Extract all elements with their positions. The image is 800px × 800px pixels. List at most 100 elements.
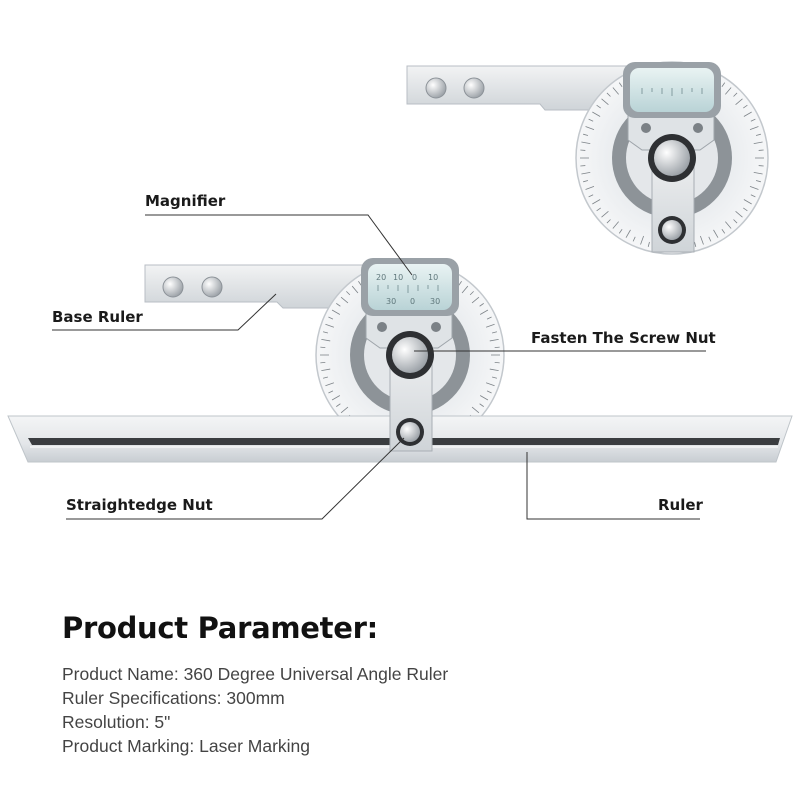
dial-tick — [735, 211, 743, 218]
top-arm-screw-2 — [463, 77, 485, 99]
dial-tick — [592, 111, 601, 117]
angle-ruler-illustration: 20 10 0 10 30 0 30 — [7, 61, 793, 520]
dial-tick — [486, 390, 492, 394]
magnifier-scale — [377, 285, 439, 293]
parameters-heading: Product Parameter: — [62, 611, 378, 645]
dial-tick — [479, 395, 489, 401]
dial-tick — [625, 229, 631, 238]
top-magnifier-scale — [641, 88, 703, 96]
dial-tick — [325, 323, 335, 328]
dial-tick — [618, 229, 623, 234]
dial-tick — [612, 87, 619, 95]
straightedge-nut-face — [400, 422, 420, 442]
dial-tick — [733, 92, 738, 97]
dial-tick — [596, 104, 601, 109]
dial-tick — [489, 338, 499, 342]
dial-tick — [479, 303, 484, 307]
magnifier-num-bottom-1: 30 — [386, 297, 396, 306]
dial-tick — [321, 368, 331, 372]
dial-tick — [743, 199, 752, 205]
magnifier-num-top-1: 20 — [376, 273, 386, 282]
protractor-main-front: 20 10 0 10 30 0 30 — [361, 258, 459, 452]
magnifier-glass — [368, 264, 452, 310]
dial-tick — [601, 98, 609, 105]
dial-tick — [479, 309, 489, 315]
parameter-line: Resolution: 5" — [62, 712, 171, 732]
main-plate-screw-1 — [377, 322, 387, 332]
top-plate-screw-1 — [641, 123, 651, 133]
dial-tick — [485, 323, 495, 328]
dial-tick — [632, 236, 636, 242]
dial-tick — [750, 118, 756, 122]
top-straightedge-nut-face — [662, 220, 682, 240]
dial-tick — [581, 172, 591, 175]
dial-tick — [713, 229, 719, 238]
dial-tick — [647, 241, 650, 247]
magnifier-leader — [145, 214, 413, 276]
dial-tick — [694, 241, 697, 247]
dial-tick — [700, 235, 704, 245]
dial-tick — [485, 382, 495, 387]
product-parameters: Product Parameter: Product Name: 360 Deg… — [62, 610, 762, 758]
dial-tick — [492, 331, 498, 334]
parameter-line: Product Marking: Laser Marking — [62, 736, 311, 756]
dial-tick — [753, 172, 763, 175]
base-ruler-screw-2 — [201, 276, 223, 298]
label-ruler: Ruler — [658, 496, 703, 514]
dial-tick — [708, 236, 712, 242]
magnifier-num-top-3: 0 — [412, 273, 417, 282]
dial-tick — [471, 296, 480, 304]
dial-tick — [721, 229, 726, 234]
dial-tick — [581, 141, 591, 144]
dial-tick — [471, 406, 480, 414]
label-magnifier: Magnifier — [145, 192, 226, 210]
dial-tick — [749, 126, 759, 130]
dial-tick — [592, 199, 601, 205]
dial-tick — [489, 368, 499, 372]
dial-tick — [585, 126, 595, 130]
parameter-line: Product Name: 360 Degree Universal Angle… — [62, 664, 449, 684]
dial-tick — [479, 403, 484, 407]
dial-tick — [358, 281, 362, 286]
dial-tick — [606, 92, 611, 97]
dial-tick — [612, 221, 619, 229]
dial-tick — [606, 219, 611, 224]
dial-tick — [322, 376, 328, 379]
dial-tick — [596, 207, 601, 212]
callout-lines — [52, 214, 706, 520]
dial-tick — [743, 207, 748, 212]
top-fasten-nut-face — [654, 140, 690, 176]
dial-tick — [750, 194, 756, 198]
dial-tick — [336, 303, 341, 307]
dial-tick — [486, 316, 492, 320]
dial-tick — [588, 118, 594, 122]
label-straightedge-nut: Straightedge Nut — [66, 496, 213, 514]
dial-tick — [743, 111, 752, 117]
dial-tick — [725, 221, 732, 229]
magnifier-num-top-4: 10 — [428, 273, 438, 282]
fasten-screw-nut-face — [392, 337, 428, 373]
dial-tick — [755, 133, 761, 136]
magnifier-num-bottom-2: 0 — [410, 297, 415, 306]
ruler-leader — [526, 452, 700, 520]
top-plate-screw-2 — [693, 123, 703, 133]
dial-tick — [461, 285, 469, 294]
base-ruler-screw-1 — [162, 276, 184, 298]
dial-tick — [753, 141, 763, 144]
dial-tick — [749, 186, 759, 190]
dial-tick — [469, 291, 474, 296]
base-ruler-leader — [52, 293, 277, 331]
dial-tick — [585, 186, 595, 190]
dial-tick — [583, 180, 589, 183]
dial-tick — [721, 82, 726, 87]
straightedge-nut-leader — [66, 437, 405, 520]
label-base-ruler: Base Ruler — [52, 308, 143, 326]
protractor-top — [406, 61, 769, 255]
label-fasten-screw-nut: Fasten The Screw Nut — [531, 329, 716, 347]
dial-tick — [755, 180, 761, 183]
magnifier-num-top-2: 10 — [393, 273, 403, 282]
top-arm-screw-1 — [425, 77, 447, 99]
dial-tick — [351, 285, 359, 294]
dial-tick — [340, 406, 349, 414]
dial-tick — [618, 82, 623, 87]
